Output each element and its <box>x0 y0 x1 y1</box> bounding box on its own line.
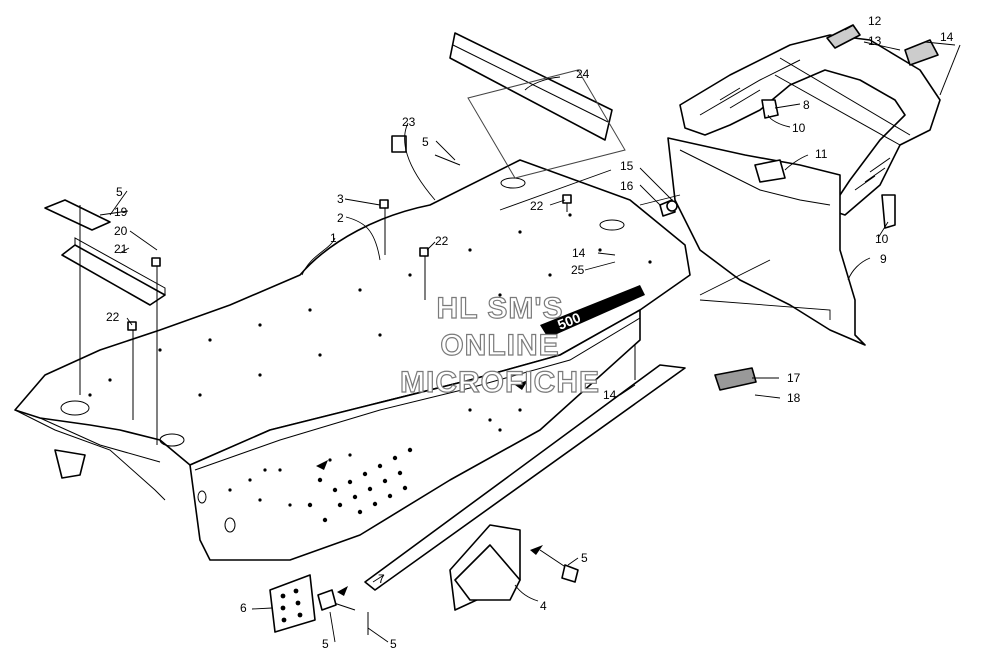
callout-5d: 5 <box>322 637 329 651</box>
watermark-line-1: HL SM'S <box>437 292 564 325</box>
watermark-line-3: MICROFICHE <box>400 366 600 399</box>
callout-5b: 5 <box>116 185 123 199</box>
callout-1: 1 <box>330 231 337 245</box>
callout-23: 23 <box>402 115 416 129</box>
callout-22c: 22 <box>530 199 544 213</box>
callout-24: 24 <box>576 67 590 81</box>
leader-lines <box>99 24 956 643</box>
callout-9: 9 <box>880 252 887 266</box>
callout-19: 19 <box>114 205 128 219</box>
reflector-part-17 <box>714 367 757 391</box>
callout-2: 2 <box>337 211 344 225</box>
callout-13: 13 <box>868 34 882 48</box>
rear-cover-part-9 <box>667 137 866 346</box>
callout-20: 20 <box>114 224 128 238</box>
callout-8: 8 <box>803 98 810 112</box>
callout-10a: 10 <box>792 121 806 135</box>
callout-15: 15 <box>620 159 634 173</box>
callout-21: 21 <box>114 242 128 256</box>
rear-bumper-part-8 <box>679 34 941 216</box>
callout-7: 7 <box>378 572 385 586</box>
callout-4: 4 <box>540 599 547 613</box>
bracket-part-4 <box>449 524 521 611</box>
callout-5a: 5 <box>422 135 429 149</box>
callout-14a: 14 <box>940 30 954 44</box>
callout-6: 6 <box>240 601 247 615</box>
bracket-part-21 <box>44 199 166 306</box>
flap-part-24 <box>449 32 626 179</box>
callout-22b: 22 <box>435 234 449 248</box>
callout-numbers: 1 2 3 4 5 5 5 5 5 6 7 8 9 10 10 11 12 13… <box>106 14 954 651</box>
callout-22a: 22 <box>106 310 120 324</box>
callout-18: 18 <box>787 391 801 405</box>
callout-5e: 5 <box>390 637 397 651</box>
watermark-line-2: ONLINE <box>440 329 559 362</box>
plate-part-6 <box>269 574 316 633</box>
tunnel-part-1 <box>14 159 691 561</box>
rail-part-7 <box>364 364 686 591</box>
callout-25: 25 <box>571 263 585 277</box>
hardware <box>79 24 961 635</box>
callout-5c: 5 <box>581 551 588 565</box>
callout-14b: 14 <box>572 246 586 260</box>
callout-10b: 10 <box>875 232 889 246</box>
callout-12: 12 <box>868 14 882 28</box>
callout-16: 16 <box>620 179 634 193</box>
callout-11: 11 <box>815 147 828 161</box>
tunnel-perforations <box>88 213 652 523</box>
callout-14c: 14 <box>603 388 617 402</box>
watermark: HL SM'S ONLINE MICROFICHE <box>399 291 600 399</box>
callout-17: 17 <box>787 371 801 385</box>
callout-3: 3 <box>337 192 344 206</box>
